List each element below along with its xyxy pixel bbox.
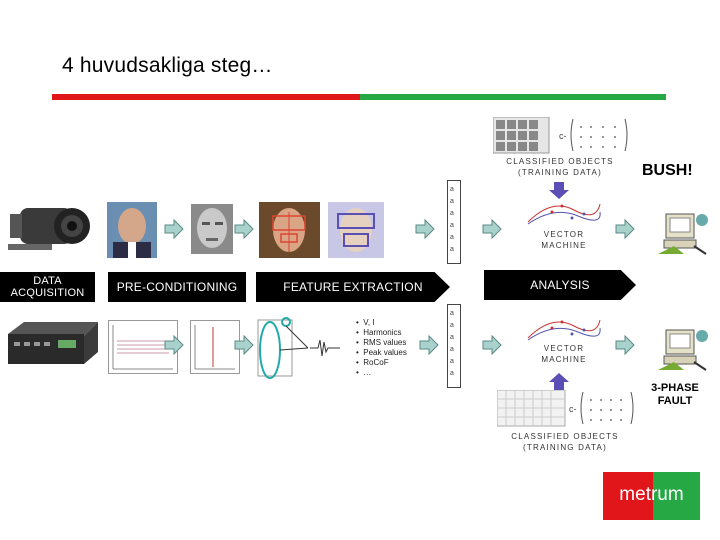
feature-item: • RoCoF bbox=[356, 358, 426, 368]
arrow-right-icon bbox=[163, 334, 185, 361]
arrow-right-icon bbox=[481, 218, 503, 245]
computer-character-icon bbox=[654, 326, 714, 381]
feature-item: • RMS values bbox=[356, 338, 426, 348]
svg-text:a: a bbox=[450, 246, 454, 253]
arrow-down-icon bbox=[548, 182, 570, 205]
svg-text:a: a bbox=[450, 210, 454, 217]
bottom-training-matrix: c- bbox=[497, 390, 635, 428]
face-photo-features bbox=[259, 202, 320, 258]
top-training-matrix: c- bbox=[493, 117, 631, 155]
arrow-right-icon bbox=[614, 334, 636, 361]
title-underline-red bbox=[52, 94, 360, 100]
slide-title: 4 huvudsakliga steg… bbox=[62, 54, 273, 78]
computer-character-icon bbox=[654, 210, 714, 265]
feature-item: • V, I bbox=[356, 318, 426, 328]
svg-text:a: a bbox=[450, 198, 454, 205]
arrow-right-icon bbox=[418, 334, 440, 361]
stage-analysis: ANALYSIS bbox=[484, 270, 636, 300]
feature-item: • Peak values bbox=[356, 348, 426, 358]
face-photo-color bbox=[107, 202, 157, 258]
svg-text:c-: c- bbox=[559, 131, 567, 141]
feature-item: • … bbox=[356, 368, 426, 378]
svg-text:a: a bbox=[450, 334, 454, 341]
top-result-label: BUSH! bbox=[642, 162, 693, 180]
svg-text:a: a bbox=[450, 322, 454, 329]
bottom-svm-label: VECTOR MACHINE bbox=[534, 343, 594, 365]
title-underline-green bbox=[360, 94, 666, 100]
arrow-right-icon bbox=[233, 218, 255, 245]
metrum-logo-text: metrum bbox=[603, 484, 700, 506]
top-training-caption: CLASSIFIED OBJECTS (TRAINING DATA) bbox=[505, 156, 615, 178]
bottom-training-caption: CLASSIFIED OBJECTS (TRAINING DATA) bbox=[510, 431, 620, 453]
stage-feature-extraction: FEATURE EXTRACTION bbox=[256, 272, 450, 302]
svg-text:a: a bbox=[450, 358, 454, 365]
svg-text:a: a bbox=[450, 222, 454, 229]
svg-text:a: a bbox=[450, 234, 454, 241]
bottom-result-label: 3-PHASE FAULT bbox=[650, 382, 700, 408]
top-svm-label: VECTOR MACHINE bbox=[534, 229, 594, 251]
arrow-right-icon bbox=[163, 218, 185, 245]
camera-icon bbox=[6, 200, 90, 263]
svg-text:a: a bbox=[450, 186, 454, 193]
svg-text:a: a bbox=[450, 346, 454, 353]
face-photo-detection bbox=[328, 202, 384, 258]
face-photo-gray bbox=[191, 204, 233, 254]
svg-text:a: a bbox=[450, 310, 454, 317]
arrow-right-icon bbox=[414, 218, 436, 245]
data-logger-device bbox=[4, 318, 100, 379]
waveform-selection bbox=[256, 316, 356, 385]
svg-text:a: a bbox=[450, 370, 454, 377]
stage-data-acquisition: DATA ACQUISITION bbox=[0, 272, 95, 302]
feature-list: • V, I • Harmonics • RMS values • Peak v… bbox=[356, 318, 426, 378]
arrow-right-icon bbox=[614, 218, 636, 245]
bottom-svm-plot bbox=[522, 312, 602, 344]
svg-text:c-: c- bbox=[569, 404, 577, 414]
stage-pre-conditioning: PRE-CONDITIONING bbox=[108, 272, 246, 302]
arrow-right-icon bbox=[233, 334, 255, 361]
arrow-right-icon bbox=[481, 334, 503, 361]
feature-item: • Harmonics bbox=[356, 328, 426, 338]
